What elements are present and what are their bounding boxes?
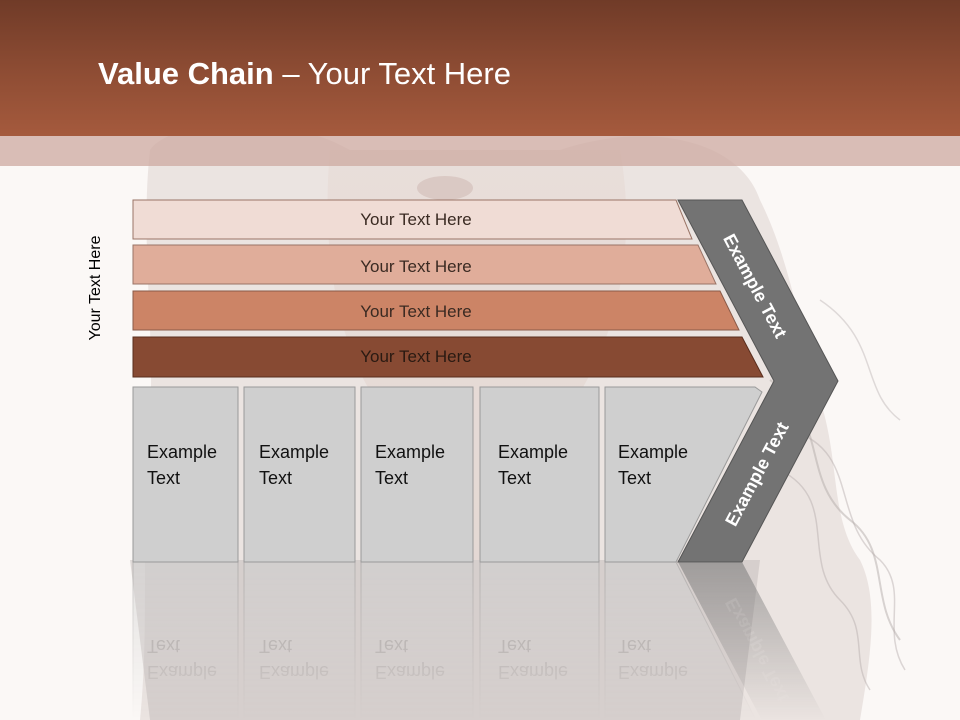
svg-text:Example: Example xyxy=(498,662,568,682)
header-strip xyxy=(0,136,960,166)
svg-text:Text: Text xyxy=(618,636,651,656)
primary-cell-2[interactable] xyxy=(243,386,356,563)
primary-cell-1-line2: Text xyxy=(147,468,180,488)
support-bar-1-label: Your Text Here xyxy=(360,210,472,229)
primary-cell-4[interactable] xyxy=(479,386,600,563)
primary-cell-2-line1: Example xyxy=(259,442,329,462)
svg-text:Example: Example xyxy=(147,662,217,682)
support-bar-4-label: Your Text Here xyxy=(360,347,472,366)
title-bold: Value Chain xyxy=(98,56,274,91)
svg-text:Text: Text xyxy=(375,636,408,656)
svg-text:Text: Text xyxy=(147,636,180,656)
support-bar-2[interactable] xyxy=(132,244,717,285)
primary-cell-2-line2: Text xyxy=(259,468,292,488)
svg-text:Text: Text xyxy=(498,636,531,656)
support-bar-2-label: Your Text Here xyxy=(360,257,472,276)
diagram-reflection: Example Text Example Text Example Text E… xyxy=(132,561,826,720)
svg-text:Example: Example xyxy=(618,662,688,682)
primary-cell-5[interactable] xyxy=(604,386,763,563)
primary-cell-1[interactable] xyxy=(132,386,239,563)
title-rest: – Your Text Here xyxy=(273,56,511,91)
primary-cell-5-line2: Text xyxy=(618,468,651,488)
support-bar-3-label: Your Text Here xyxy=(360,302,472,321)
svg-text:Example: Example xyxy=(375,662,445,682)
support-bar-1[interactable] xyxy=(132,199,693,240)
primary-cell-4-line1: Example xyxy=(498,442,568,462)
slide-title: Value Chain – Your Text Here xyxy=(98,52,511,96)
primary-cell-3-line2: Text xyxy=(375,468,408,488)
primary-cell-4-line2: Text xyxy=(498,468,531,488)
header-band xyxy=(0,0,960,136)
primary-cell-3[interactable] xyxy=(360,386,474,563)
svg-text:Example: Example xyxy=(259,662,329,682)
primary-cell-3-line1: Example xyxy=(375,442,445,462)
svg-text:Text: Text xyxy=(259,636,292,656)
support-bar-4[interactable] xyxy=(132,336,764,378)
primary-cell-1-line1: Example xyxy=(147,442,217,462)
support-bar-3[interactable] xyxy=(132,290,740,331)
primary-cell-5-line1: Example xyxy=(618,442,688,462)
